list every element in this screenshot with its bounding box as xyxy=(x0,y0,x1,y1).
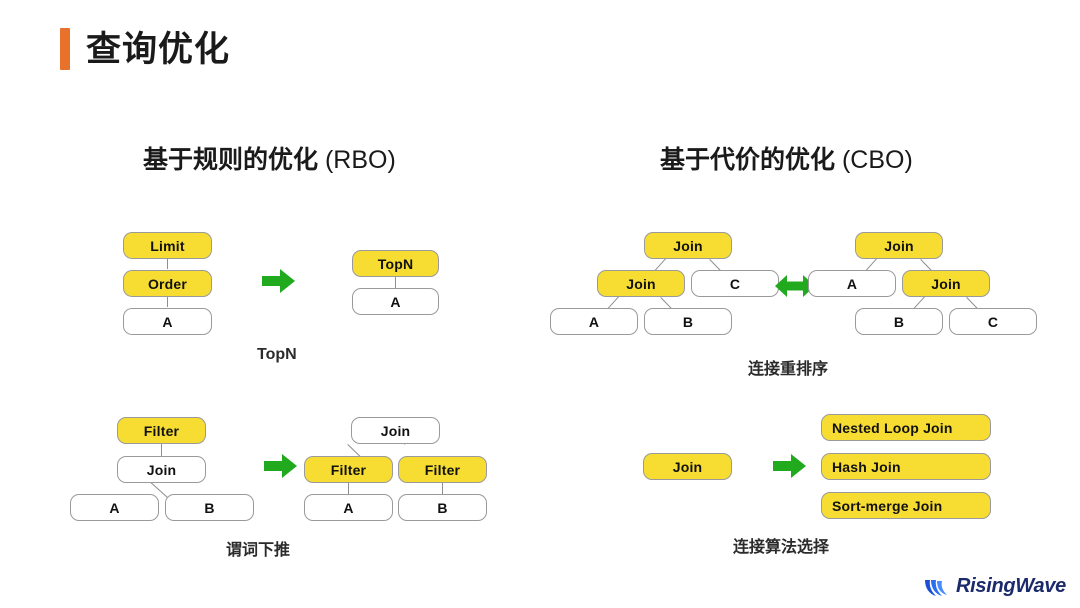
node-c-right: C xyxy=(949,308,1037,335)
node-join-pushdown-before: Join xyxy=(117,456,206,483)
arrow-right-icon xyxy=(262,269,295,293)
node-limit: Limit xyxy=(123,232,212,259)
edge-filter-a xyxy=(348,482,350,494)
node-a-pushdown-after: A xyxy=(304,494,393,521)
edge-topn-a xyxy=(395,277,397,289)
arrow-right-icon-pushdown xyxy=(264,454,297,478)
node-join-root-right: Join xyxy=(855,232,943,259)
risingwave-logo: RisingWave xyxy=(923,575,1066,598)
node-hash-join: Hash Join xyxy=(821,453,991,480)
cbo-heading-cn: 基于代价的优化 xyxy=(660,146,836,174)
caption-join-algorithm: 连接算法选择 xyxy=(733,539,830,556)
rbo-heading-cn: 基于规则的优化 xyxy=(143,146,319,174)
node-join-inner-right: Join xyxy=(902,270,990,297)
node-a-pushdown-before: A xyxy=(70,494,159,521)
node-a-topn-after: A xyxy=(352,288,439,315)
node-b-pushdown-before: B xyxy=(165,494,254,521)
arrow-right-icon-algo xyxy=(773,454,806,478)
node-join-root-left: Join xyxy=(644,232,732,259)
rbo-heading-abbr: (RBO) xyxy=(318,146,396,174)
section-heading-rbo: 基于规则的优化 (RBO) xyxy=(143,140,396,176)
node-filter-left: Filter xyxy=(304,456,393,483)
cbo-heading-abbr: (CBO) xyxy=(835,146,913,174)
node-a-right: A xyxy=(808,270,896,297)
node-join-algo-before: Join xyxy=(643,453,732,480)
title-accent-bar xyxy=(60,28,70,70)
caption-pushdown: 谓词下推 xyxy=(226,542,291,559)
node-topn: TopN xyxy=(352,250,439,277)
edge-filter-join xyxy=(161,444,163,456)
node-nested-loop-join: Nested Loop Join xyxy=(821,414,991,441)
caption-join-reorder: 连接重排序 xyxy=(748,361,829,378)
edge-limit-order xyxy=(167,259,169,269)
node-b-left: B xyxy=(644,308,732,335)
node-b-pushdown-after: B xyxy=(398,494,487,521)
title-text: 查询优化 xyxy=(86,29,231,69)
node-order: Order xyxy=(123,270,212,297)
node-sort-merge-join: Sort-merge Join xyxy=(821,492,991,519)
node-b-right: B xyxy=(855,308,943,335)
node-join-pushdown-after: Join xyxy=(351,417,440,444)
node-c-left: C xyxy=(691,270,779,297)
arrow-left-right-icon xyxy=(775,275,815,297)
node-filter-before: Filter xyxy=(117,417,206,444)
logo-text: RisingWave xyxy=(956,575,1066,597)
section-heading-cbo: 基于代价的优化 (CBO) xyxy=(660,140,913,176)
page-title: 查询优化 xyxy=(60,28,230,70)
node-filter-right: Filter xyxy=(398,456,487,483)
caption-topn: TopN xyxy=(257,346,297,363)
node-join-inner-left: Join xyxy=(597,270,685,297)
node-a-left: A xyxy=(550,308,638,335)
edge-filter-b xyxy=(442,482,444,494)
wave-icon xyxy=(925,579,947,596)
node-a-topn-before: A xyxy=(123,308,212,335)
edge-order-a xyxy=(167,297,169,307)
